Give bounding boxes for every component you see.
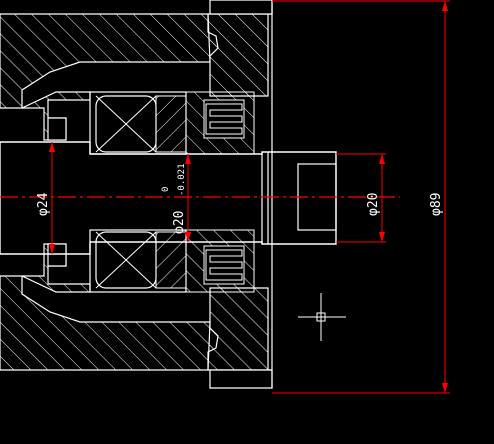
bearing-bottom: [89, 229, 187, 293]
dimension-tolerance-lower: -0.021: [177, 163, 187, 196]
dimension-bearing-seat: φ20 0 -0.021: [161, 154, 191, 242]
dimension-shaft-left: φ24: [36, 142, 55, 254]
dimension-label-shaft-right: φ20: [366, 193, 381, 216]
bore-sleeve-top: [21, 91, 91, 141]
seal-top: [185, 91, 255, 155]
housing-top: [0, 0, 273, 109]
crosshair-cursor-icon: [298, 293, 346, 341]
dimension-shaft-right: φ20: [336, 153, 386, 243]
dimension-label-housing: φ89: [429, 193, 444, 216]
dimension-housing: φ89: [272, 0, 450, 394]
dimension-tolerance-upper: 0: [161, 187, 171, 192]
bearing-top: [89, 91, 187, 155]
bore-sleeve-bottom: [21, 243, 91, 293]
seal-bottom: [185, 229, 255, 293]
dimension-label-shaft-left: φ24: [36, 192, 51, 216]
dimension-label-bearing-seat: φ20: [172, 211, 187, 234]
housing-bottom: [0, 275, 273, 389]
